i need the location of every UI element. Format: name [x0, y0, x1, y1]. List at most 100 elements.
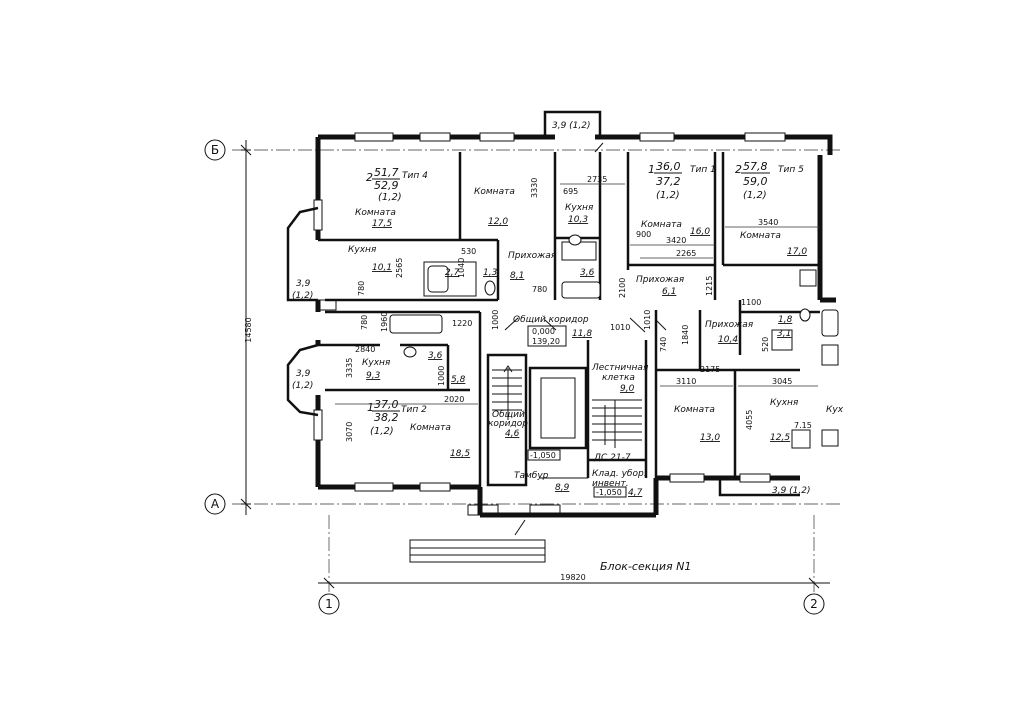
- dim: 2840: [355, 345, 375, 354]
- room-area: 4,6: [505, 429, 520, 439]
- entry-steps: [409, 504, 561, 563]
- dim: 2735: [587, 175, 607, 184]
- room-name: Прихожая: [705, 320, 754, 330]
- dim: 1010: [643, 310, 652, 330]
- room-name: Комната: [410, 423, 451, 433]
- exterior-windows: [313, 132, 786, 492]
- apt-coef: (1,2): [370, 426, 394, 437]
- apt-type-5: 2 57,8 59,0 (1,2) Тип 5: [735, 160, 804, 201]
- level-minus: -1,050: [596, 488, 622, 497]
- apt-coef: (1,2): [378, 192, 402, 203]
- balcony-area: (1,2): [292, 291, 313, 301]
- dim: 1000: [437, 366, 446, 386]
- apt-rooms: 1: [367, 401, 374, 414]
- balcony-area: (1,2): [292, 381, 313, 391]
- room-area: 17,0: [787, 247, 807, 257]
- room-name: Клад. убор.: [592, 469, 647, 479]
- axis-marker-b: Б: [204, 139, 226, 161]
- dim: 2100: [618, 278, 627, 298]
- dim: 3045: [772, 377, 792, 386]
- stair-flights: [492, 365, 642, 448]
- room-area: 8,9: [555, 483, 570, 493]
- level-absolute: 139,20: [532, 337, 560, 346]
- apt-type-label: Тип 1: [690, 165, 716, 175]
- room-area: 3,6: [580, 268, 595, 278]
- balcony-area: 3,9 (1,2): [552, 121, 591, 131]
- room-area: 18,5: [450, 449, 470, 459]
- dim: 520: [761, 337, 770, 352]
- dim: 1040: [457, 258, 466, 278]
- room-area: 11,8: [572, 329, 592, 339]
- axis-label-a: А: [211, 497, 220, 511]
- room-name-cut: Кух: [826, 405, 844, 415]
- room-area: 3,1: [777, 329, 791, 339]
- dim: 1000: [491, 310, 500, 330]
- dim: 1010: [610, 323, 630, 332]
- room-name: Тамбур: [514, 471, 549, 481]
- room-name: инвент.: [592, 479, 629, 489]
- dim: 1840: [681, 325, 690, 345]
- apt-coef: (1,2): [743, 190, 767, 201]
- axis-marker-2: 2: [803, 593, 825, 615]
- doors: [504, 142, 667, 333]
- apt-rooms: 2: [735, 163, 742, 176]
- interior-walls: [318, 152, 820, 487]
- apt-area-living: 37,0: [374, 398, 399, 411]
- dim: 1220: [452, 319, 472, 328]
- room-area: 8,1: [510, 271, 524, 281]
- apt-type-4: 2 51,7 52,9 (1,2) Тип 4: [366, 166, 428, 203]
- dim: 4055: [745, 410, 754, 430]
- dim: 1215: [705, 276, 714, 296]
- apt-type-2: 1 37,0 38,2 (1,2) Тип 2: [367, 398, 427, 437]
- room-name: Общий: [492, 410, 525, 420]
- level-minus: -1,050: [530, 451, 556, 460]
- dim: 3070: [345, 422, 354, 442]
- dim: 530: [461, 247, 476, 256]
- axis-label-2: 2: [810, 597, 818, 611]
- apt-rooms: 1: [648, 163, 655, 176]
- room-name: коридор: [488, 419, 528, 429]
- room-area: 9,0: [620, 384, 635, 394]
- dim: 2265: [676, 249, 696, 258]
- apt-area-total: 37,2: [656, 175, 681, 188]
- apt-area-living: 57,8: [743, 160, 768, 173]
- dim: 3330: [530, 178, 539, 198]
- room-area: 10,4: [718, 335, 738, 345]
- dim: 780: [357, 281, 366, 296]
- dim: 740: [659, 337, 668, 352]
- dim: 695: [563, 187, 578, 196]
- dim: 2565: [395, 258, 404, 278]
- apt-type-label: Тип 2: [401, 405, 427, 415]
- room-area: 10,1: [372, 263, 392, 273]
- dim: 780: [360, 315, 369, 330]
- room-area: 9,3: [366, 371, 381, 381]
- room-area: 16,0: [690, 227, 710, 237]
- balcony-area: 3,9: [296, 279, 311, 289]
- axis-label-b: Б: [211, 143, 219, 157]
- room-name: Общий коридор: [513, 315, 589, 325]
- apt-rooms: 2: [366, 171, 373, 184]
- dim: 3110: [676, 377, 696, 386]
- apt-coef: (1,2): [656, 190, 680, 201]
- room-name: Кухня: [565, 203, 594, 213]
- room-name: Комната: [674, 405, 715, 415]
- room-area: 12,0: [488, 217, 508, 227]
- dim: 780: [532, 285, 547, 294]
- room-name: ДС 21-7: [593, 453, 631, 463]
- apt-type-label: Тип 4: [402, 171, 428, 181]
- axis-marker-a: А: [204, 493, 226, 515]
- dim: 1960: [380, 312, 389, 332]
- room-area: 3,6: [428, 351, 443, 361]
- dim: 2175: [700, 365, 720, 374]
- balcony-area: 3,9: [296, 369, 311, 379]
- room-name: Комната: [474, 187, 515, 197]
- internal-dimensions: 2735 3330 695 900 3420 3540 2265 1215 21…: [335, 175, 820, 442]
- room-name: Кухня: [770, 398, 799, 408]
- room-name: Кухня: [348, 245, 377, 255]
- room-name: Прихожая: [636, 275, 685, 285]
- room-name: Комната: [740, 231, 781, 241]
- apt-area-total: 52,9: [374, 179, 399, 192]
- room-name: Кухня: [362, 358, 391, 368]
- room-name: Комната: [641, 220, 682, 230]
